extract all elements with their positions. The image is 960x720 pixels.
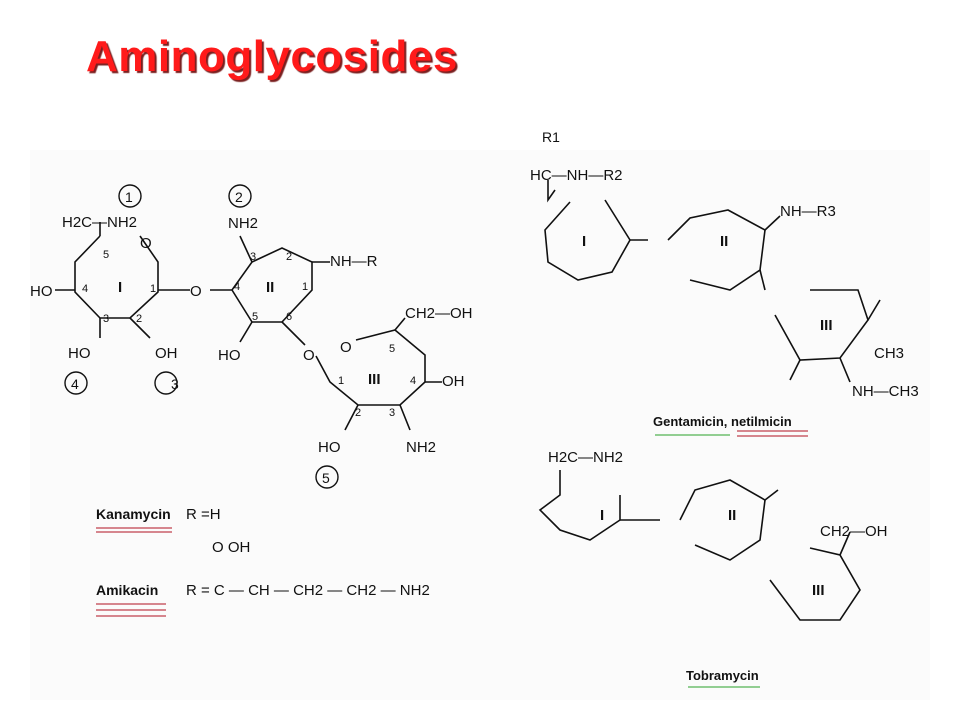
k3-num-5: 5 xyxy=(389,343,395,355)
kanamycin-nh2-ring2: NH2 xyxy=(228,215,258,232)
k2-num-6: 6 xyxy=(286,311,292,323)
k2-num-2: 2 xyxy=(286,251,292,263)
position-4-label: 4 xyxy=(71,376,79,392)
position-2-label: 2 xyxy=(235,189,243,205)
kanamycin-oh-2: OH xyxy=(155,345,178,362)
kanamycin-ring3-oxygen: O xyxy=(340,339,352,356)
kanamycin-oh-ring3: OH xyxy=(442,373,465,390)
tobramycin-ch2-oh: CH2—OH xyxy=(820,523,888,540)
kanamycin-ring-label-1: I xyxy=(118,279,122,296)
tobramycin-ring-2-bonds xyxy=(679,479,766,561)
position-3-label: 3 xyxy=(171,376,179,392)
kanamycin-ho-3: HO xyxy=(68,345,91,362)
gentamicin-nh-ch3: NH—CH3 xyxy=(852,383,919,400)
gentamicin-caption: Gentamicin, netilmicin xyxy=(653,414,792,429)
gentamicin-nh-r3: NH—R3 xyxy=(780,203,836,220)
amikacin-upper-atoms: O OH xyxy=(212,539,250,556)
k2-num-1: 1 xyxy=(302,281,308,293)
gentamicin-bonds-top xyxy=(547,180,556,203)
k1-num-2: 2 xyxy=(136,313,142,325)
kanamycin-ho-ring2: HO xyxy=(218,347,241,364)
tobramycin-caption: Tobramycin xyxy=(686,668,759,683)
kanamycin-glycosidic-o2: O xyxy=(303,347,315,364)
kanamycin-ho-ring3: HO xyxy=(318,439,341,456)
k2-num-3: 3 xyxy=(250,251,256,263)
tobramycin-ring-3-bonds xyxy=(769,547,861,621)
k1-num-1: 1 xyxy=(150,283,156,295)
scanned-figure-background xyxy=(30,150,930,700)
amikacin-label: Amikacin xyxy=(96,582,158,598)
kanamycin-nh2-ring3: NH2 xyxy=(406,439,436,456)
kanamycin-nh-r: NH—R xyxy=(330,253,378,270)
gentamicin-ring-1-bonds xyxy=(544,199,631,281)
gentamicin-ch3: CH3 xyxy=(874,345,904,362)
k3-num-1: 1 xyxy=(338,375,344,387)
kanamycin-r-formula: R =H xyxy=(186,506,221,523)
k1-num-3: 3 xyxy=(103,313,109,325)
tobramycin-h2c-nh2: H2C—NH2 xyxy=(548,449,623,466)
kanamycin-h2c-nh2: H2C—NH2 xyxy=(62,214,137,231)
kanamycin-ring1-oxygen: O xyxy=(140,235,152,252)
gentamicin-ring-3-bonds xyxy=(774,289,869,361)
gentamicin-ring-label-3: III xyxy=(820,317,833,334)
position-1-label: 1 xyxy=(125,189,133,205)
gentamicin-hc-nh-r2: HC—NH—R2 xyxy=(530,167,623,184)
kanamycin-glycosidic-o1: O xyxy=(190,283,202,300)
k3-num-2: 2 xyxy=(355,407,361,419)
k2-num-4: 4 xyxy=(234,281,240,293)
k1-num-5: 5 xyxy=(103,249,109,261)
amikacin-r-formula: R = C — CH — CH2 — CH2 — NH2 xyxy=(186,582,430,599)
kanamycin-ho-4: HO xyxy=(30,283,53,300)
tobramycin-ring-label-2: II xyxy=(728,507,736,524)
gentamicin-ring-label-2: II xyxy=(720,233,728,250)
slide-title: Aminoglycosides xyxy=(86,32,458,81)
kanamycin-ring-3-bonds xyxy=(315,329,426,406)
tobramycin-ring-1-bonds xyxy=(538,470,621,541)
kanamycin-ring-label-2: II xyxy=(266,279,274,296)
k2-num-5: 5 xyxy=(252,311,258,323)
kanamycin-ch2-oh: CH2—OH xyxy=(405,305,473,322)
position-5-label: 5 xyxy=(322,470,330,486)
gentamicin-ring-label-1: I xyxy=(582,233,586,250)
k1-num-4: 4 xyxy=(82,283,88,295)
tobramycin-ring-label-3: III xyxy=(812,582,825,599)
gentamicin-r1: R1 xyxy=(542,129,560,145)
k3-num-4: 4 xyxy=(410,375,416,387)
kanamycin-ring-2-bonds xyxy=(210,247,313,323)
kanamycin-label: Kanamycin xyxy=(96,506,171,522)
tobramycin-ring-label-1: I xyxy=(600,507,604,524)
gentamicin-ring-2-bonds xyxy=(667,209,766,291)
kanamycin-ring-1-bonds xyxy=(74,235,159,319)
k3-num-3: 3 xyxy=(389,407,395,419)
kanamycin-ring-label-3: III xyxy=(368,371,381,388)
